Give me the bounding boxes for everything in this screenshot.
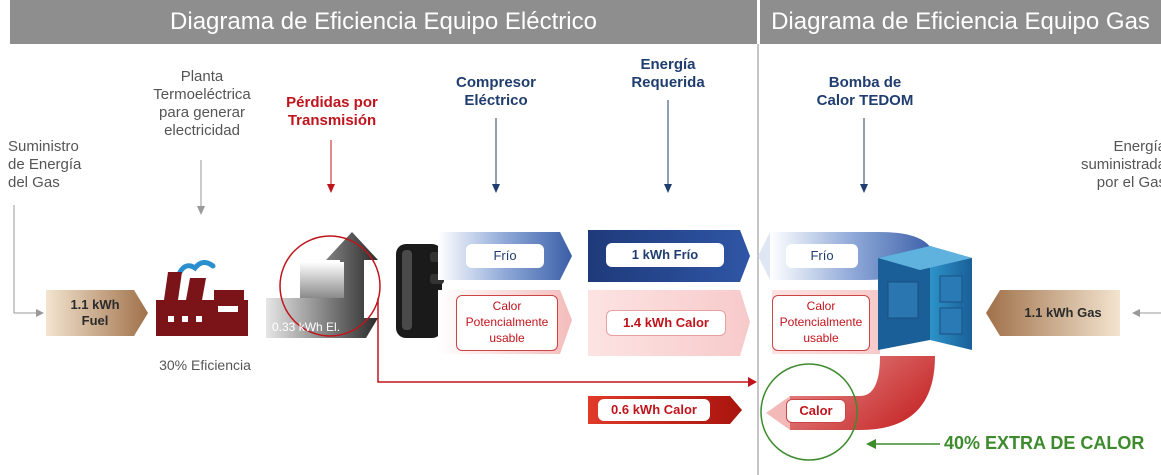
cold-required-pill: 1 kWh Frío (606, 243, 724, 267)
gas-energy-arrowhead (1132, 309, 1140, 317)
gas-in-text: 1.1 kWh Gas (1024, 305, 1102, 320)
compressor-arrowhead (492, 184, 500, 193)
fuel-text: 1.1 kWh Fuel (70, 297, 120, 328)
loss-arrowhead (327, 184, 335, 193)
plant-arrowhead (197, 206, 205, 215)
fuel-arrow (46, 290, 148, 336)
gas-in-arrow (986, 290, 1120, 336)
gas-supply-line (13, 205, 40, 314)
electric-compressor-label: Compresor Eléctrico (455, 74, 537, 109)
extra-heat-label: 40% EXTRA DE CALOR (944, 433, 1145, 453)
heat-required-pill: 1.4 kWh Calor (606, 310, 726, 336)
loss-circle (279, 235, 381, 337)
header-gas: Diagrama de Eficiencia Equipo Gas (760, 0, 1161, 44)
cold-left-pill: Frío (466, 244, 544, 268)
power-plant-label: Planta Termoeléctrica para generar elect… (153, 68, 251, 139)
required-arrowhead (664, 184, 672, 193)
heat-loss-pill: 0.6 kWh Calor (598, 399, 710, 421)
transmission-loss-label: Pérdidas por Transmisión (286, 94, 378, 129)
efficiency-label: 30% Eficiencia (159, 357, 251, 373)
electricity-arrow (266, 232, 378, 338)
extra-heat-arrowhead (866, 439, 876, 449)
gas-supply-label: Suministro de Energía del Gas (8, 138, 82, 191)
required-energy-label: Energía Requerida (631, 56, 705, 91)
header-electric: Diagrama de Eficiencia Equipo Eléctrico (10, 0, 757, 44)
tedom-unit-icon (878, 246, 972, 350)
heat-pump-label: Bomba de Calor TEDOM (816, 74, 914, 109)
extra-heat-circle (760, 363, 858, 461)
power-plant-icon (156, 260, 248, 336)
compressor-icon (396, 244, 444, 338)
loss-route-arrowhead (748, 377, 757, 387)
heat-left-pill: Calor Potencialmente usable (456, 295, 558, 351)
heatpump-arrowhead (860, 184, 868, 193)
cold-right-pill: Frío (786, 244, 858, 268)
loss-route-line (377, 298, 752, 383)
gas-supply-arrowhead (36, 309, 44, 317)
heat-right-pill: Calor Potencialmente usable (772, 295, 870, 351)
electricity-text: 0.33 kWh El. (272, 320, 341, 334)
gas-energy-label: Energía suministrada por el Gas (1080, 138, 1161, 191)
calor-pill: Calor (786, 399, 846, 423)
